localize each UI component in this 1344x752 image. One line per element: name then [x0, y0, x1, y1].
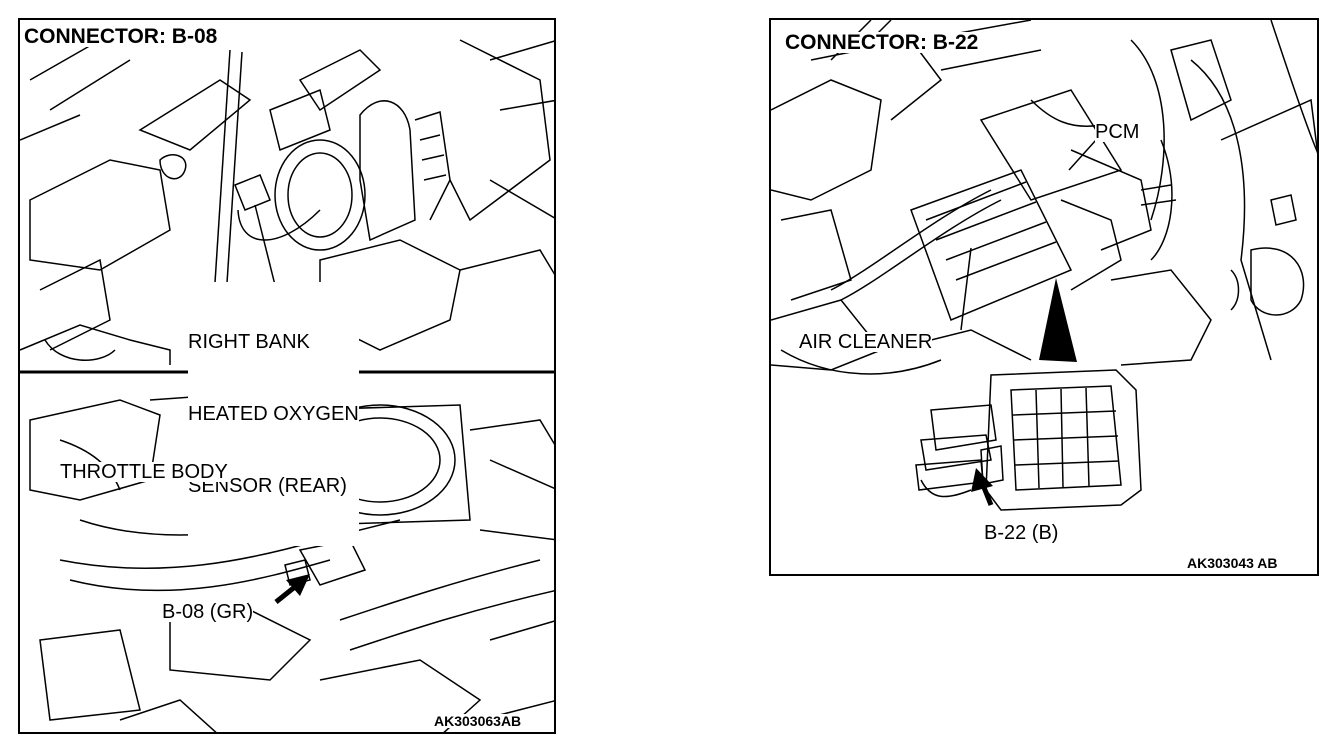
- inset-pointer: [1039, 278, 1077, 362]
- air-cleaner-label: AIR CLEANER: [799, 331, 933, 353]
- sensor-callout-label: RIGHT BANK HEATED OXYGEN SENSOR (REAR): [188, 282, 359, 546]
- throttle-body-label: THROTTLE BODY: [60, 461, 228, 483]
- panel-title-b08: CONNECTOR: B-08: [24, 25, 218, 48]
- sensor-label-line1: RIGHT BANK: [188, 331, 310, 353]
- connector-b08-label: B-08 (GR): [162, 601, 254, 623]
- panel-title-b22: CONNECTOR: B-22: [785, 31, 979, 54]
- connector-arrow-b22: [971, 468, 994, 506]
- connector-b22-label: B-22 (B): [984, 522, 1059, 544]
- pcm-label: PCM: [1095, 121, 1140, 143]
- connector-b08-panel: CONNECTOR: B-08 RIGHT BANK HEATED OXYGEN…: [18, 18, 556, 734]
- connector-arrow-b08: [274, 574, 310, 604]
- figure-code-b08: AK303063AB: [434, 713, 522, 729]
- sensor-label-line2: HEATED OXYGEN: [188, 403, 359, 425]
- engine-bay-illustration-b22: [771, 20, 1317, 511]
- figure-code-b22: AK303043 AB: [1187, 555, 1278, 571]
- connector-b22-panel: CONNECTOR: B-22 PCM AIR CLEANER B-22 (B)…: [769, 18, 1319, 576]
